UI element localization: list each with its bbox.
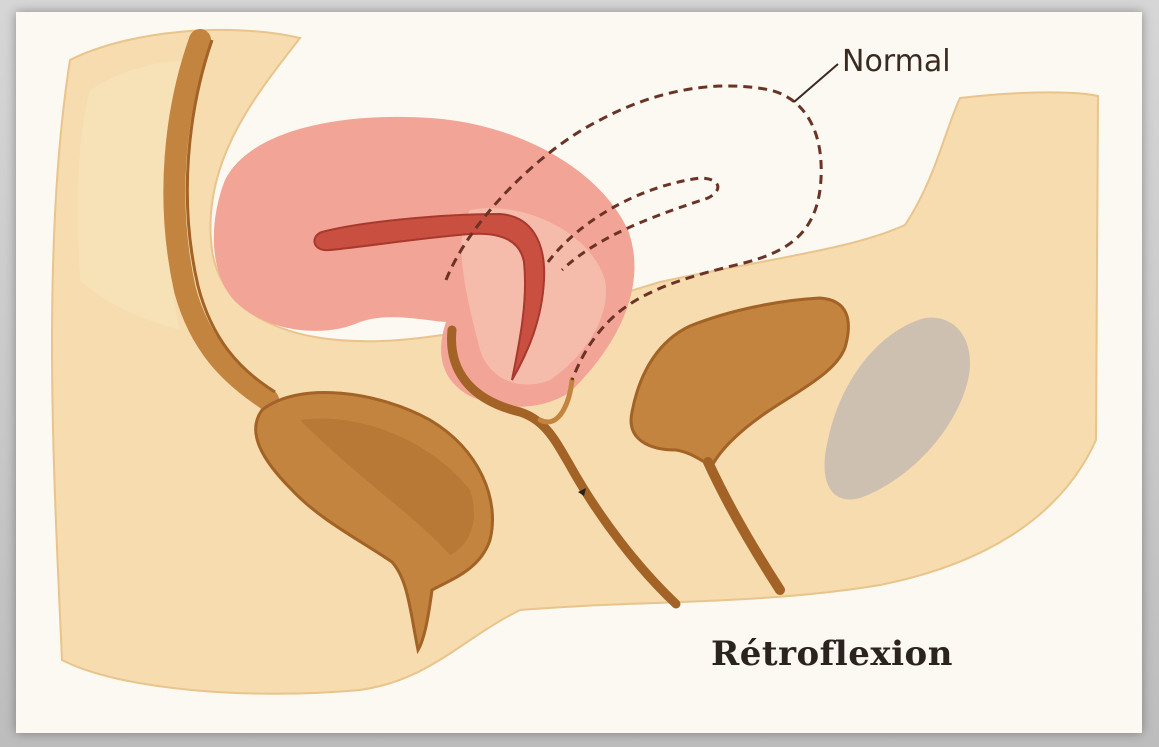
uterine-cavity (313, 212, 546, 381)
urachus-edge (185, 39, 276, 394)
bladder-shade (300, 418, 474, 555)
bladder (254, 391, 494, 655)
label-pointer (793, 63, 839, 103)
diagram-title: Rétroflexion (711, 634, 953, 674)
vaginal-canal (447, 325, 681, 609)
rectum (629, 296, 850, 469)
small-mark (578, 488, 586, 496)
vaginal-canal-inner (537, 377, 575, 425)
normal-cavity-outline (546, 176, 720, 272)
anal-canal (703, 457, 785, 595)
coccyx-mass (824, 317, 971, 500)
urachus (163, 29, 279, 411)
normal-label: Normal (842, 44, 951, 79)
normal-outline (444, 84, 823, 381)
peritoneal-fold (77, 60, 190, 330)
